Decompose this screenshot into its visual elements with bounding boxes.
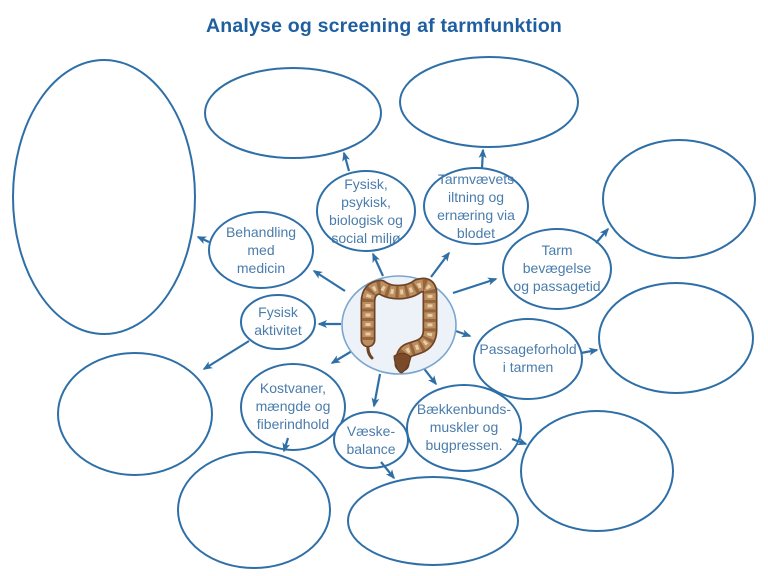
empty-node-top-right [399,56,579,148]
page-title: Analyse og screening af tarmfunktion [205,15,563,37]
empty-node-bottom-right [520,410,674,532]
node-ellipse-fysisk-aktivitet [240,294,316,350]
node-ellipse-miljoe [316,170,416,252]
center-node [341,275,457,375]
arrow-iltning-to-top-right [478,148,487,169]
node-ellipse-vaeske [333,411,409,469]
node-ellipse-baekkenbund [406,384,522,472]
node-ellipse-iltning [423,167,529,245]
arrow-miljoe-to-top-center [342,151,351,172]
arrow-center-to-behandling [312,270,346,292]
arrow-behandling-to-left-large [196,235,210,244]
colon-illustration [360,277,438,374]
arrow-kostvaner-to-bottom-left [282,437,291,453]
empty-node-top-center [204,67,382,159]
empty-node-right-lower [598,282,754,394]
empty-node-bottom-center [347,476,519,566]
empty-node-left-lower [57,352,213,476]
empty-node-right-upper [602,139,756,259]
node-ellipse-passageforhold [473,318,583,400]
empty-node-left-large [12,59,196,335]
arrow-fysisk-aktivitet-to-left-lower [202,340,250,370]
arrow-center-to-vaeske [371,373,382,408]
arrow-passageforhold-to-right-lower [580,347,599,356]
arrow-bevaegelse-to-right-upper [595,227,609,244]
arrow-center-to-bevaegelse [452,277,498,295]
arrow-baekkenbund-to-bottom-right [511,437,528,446]
arrow-vaeske-to-bottom-center [380,461,395,480]
arrow-center-to-iltning [430,251,450,278]
node-ellipse-kostvaner [240,363,346,451]
empty-node-bottom-left [177,451,331,569]
arrow-center-to-miljoe [371,252,385,277]
node-ellipse-behandling [208,211,314,289]
arrow-center-to-kostvaner [330,350,353,364]
node-ellipse-bevaegelse [502,228,612,310]
